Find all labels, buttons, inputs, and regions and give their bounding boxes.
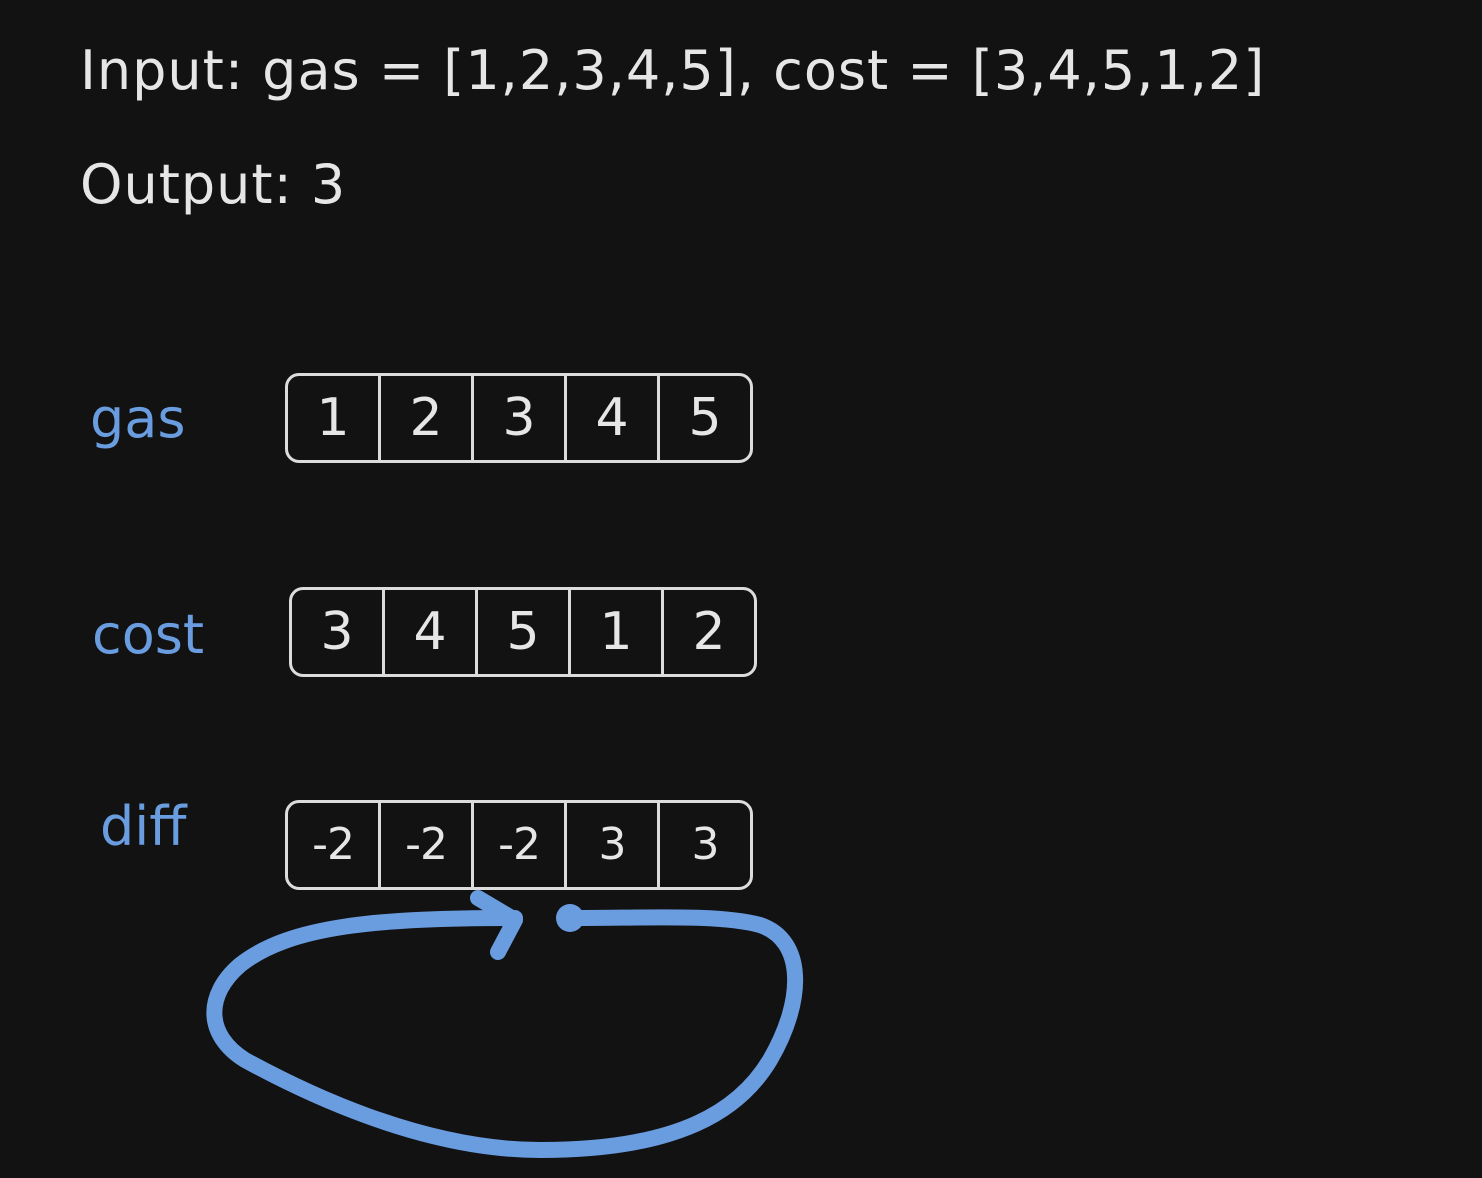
diff-array: -2 -2 -2 3 3 <box>285 800 753 890</box>
diff-row-label: diff <box>100 795 187 858</box>
diff-cell: -2 <box>471 803 564 887</box>
cost-array: 3 4 5 1 2 <box>289 587 757 677</box>
output-statement: Output: 3 <box>80 153 347 216</box>
gas-cell: 3 <box>471 376 564 460</box>
cost-row-label: cost <box>92 603 205 666</box>
diff-cell: 3 <box>564 803 657 887</box>
gas-cell: 1 <box>316 388 350 448</box>
cost-cell: 5 <box>475 590 568 674</box>
gas-row-label: gas <box>90 387 186 450</box>
loop-start-dot <box>556 904 584 932</box>
gas-cell: 4 <box>564 376 657 460</box>
gas-cell: 5 <box>657 376 750 460</box>
gas-cell: 2 <box>378 376 471 460</box>
cost-cell: 4 <box>382 590 475 674</box>
diff-cell: -2 <box>378 803 471 887</box>
cost-cell: 1 <box>568 590 661 674</box>
gas-array: 1 2 3 4 5 <box>285 373 753 463</box>
diff-cell: 3 <box>657 803 750 887</box>
loop-stroke <box>206 909 803 1158</box>
cost-cell: 2 <box>661 590 754 674</box>
diff-cell: -2 <box>312 819 355 870</box>
input-statement: Input: gas = [1,2,3,4,5], cost = [3,4,5,… <box>80 39 1266 102</box>
cost-cell: 3 <box>320 602 354 662</box>
arrowhead-icon <box>470 890 523 960</box>
